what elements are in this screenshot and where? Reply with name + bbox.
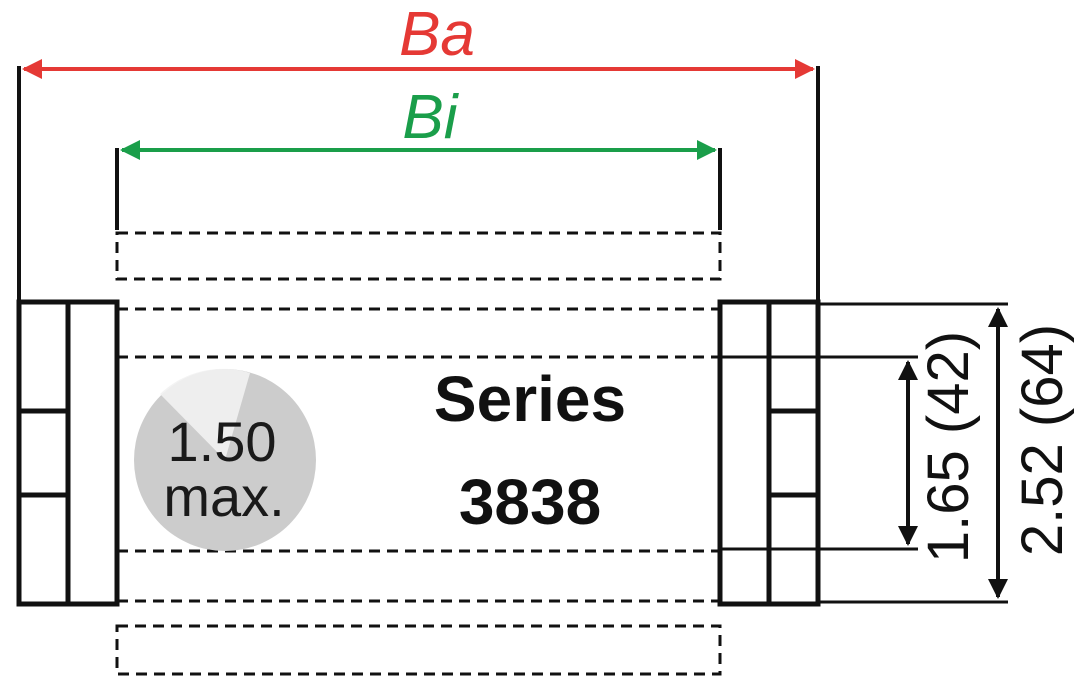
max-height-badge-highlight bbox=[160, 368, 250, 460]
inner-width-dimension: Bi bbox=[115, 83, 722, 230]
max-height-value: 1.50 bbox=[168, 410, 277, 473]
outer-width-dimension: Ba bbox=[17, 0, 820, 300]
series-label: Series 3838 bbox=[434, 363, 626, 538]
inner-height-dimension: 1.65 (42) bbox=[720, 331, 981, 563]
max-height-badge: 1.50 max. bbox=[134, 368, 316, 551]
max-height-unit: max. bbox=[163, 465, 284, 528]
inner-width-label: Bi bbox=[402, 83, 459, 152]
dashed-upper-shelf bbox=[115, 231, 722, 281]
right-side-plate bbox=[717, 299, 821, 607]
inner-height-label: 1.65 (42) bbox=[916, 331, 981, 563]
left-side-plate bbox=[16, 299, 120, 607]
outer-height-dimension: 2.52 (64) bbox=[818, 302, 1075, 604]
series-title: Series bbox=[434, 363, 626, 435]
outer-height-label: 2.52 (64) bbox=[1010, 324, 1075, 556]
series-number: 3838 bbox=[459, 466, 601, 538]
dashed-shelf-lines bbox=[115, 231, 722, 676]
dashed-lower-shelf bbox=[115, 624, 722, 676]
outer-width-label: Ba bbox=[399, 0, 475, 69]
